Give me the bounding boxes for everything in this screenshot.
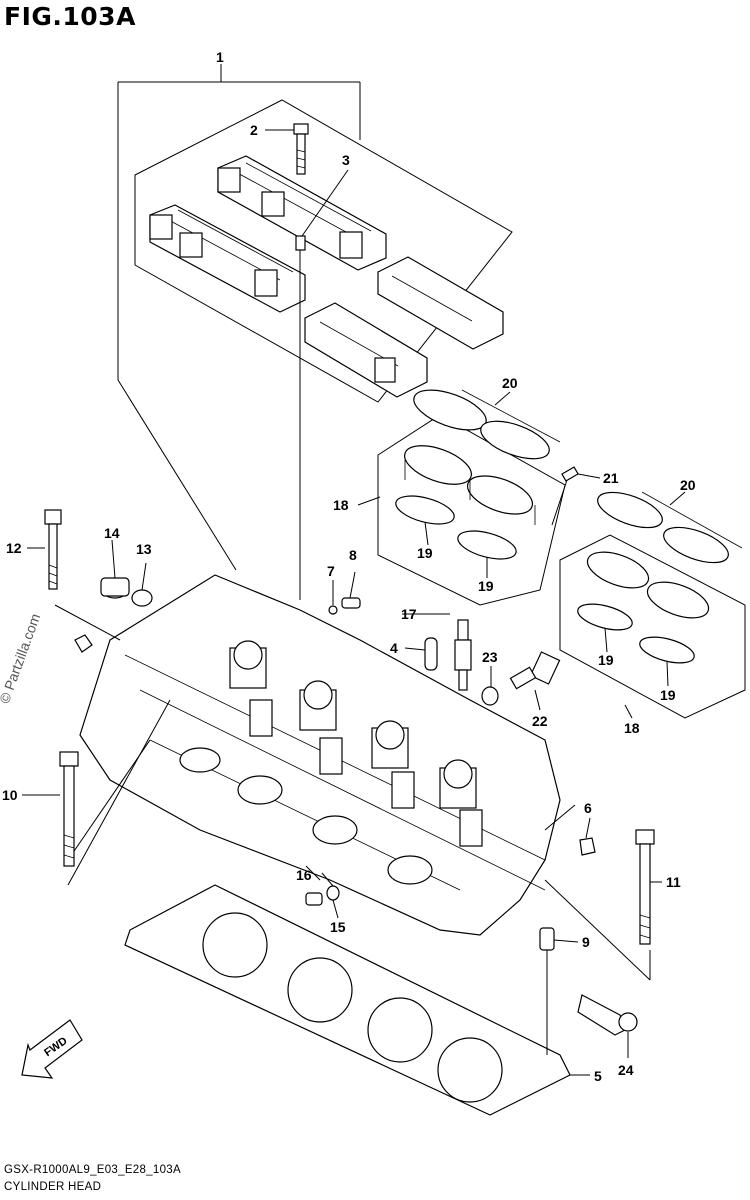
- callout-22: 22: [532, 713, 548, 729]
- callout-15: 15: [330, 919, 346, 935]
- head-bolt-12: [44, 509, 62, 590]
- tube-4: [424, 637, 438, 671]
- o-ring-19-c: [577, 603, 633, 631]
- intake-pipe-20-right: [597, 491, 743, 564]
- dowel-pin-3: [295, 235, 306, 251]
- throttle-body-18-left: [404, 445, 536, 525]
- callout-19-b: 19: [478, 578, 494, 594]
- leader-10-bolt: [67, 699, 171, 886]
- holder-bolt: [293, 123, 309, 175]
- section-name: CYLINDER HEAD: [4, 1181, 102, 1193]
- screw-21: [551, 466, 579, 526]
- group-bracket-1: [117, 64, 361, 571]
- callout-leaders: [22, 129, 686, 1076]
- callout-19-c: 19: [598, 652, 614, 668]
- callout-7: 7: [327, 563, 335, 579]
- callout-17: 17: [401, 606, 417, 622]
- callout-11: 11: [666, 874, 681, 890]
- o-ring-19-b: [457, 530, 517, 560]
- callout-18-a: 18: [333, 497, 349, 513]
- callout-12: 12: [6, 540, 22, 556]
- camshaft-holder-left: [149, 204, 306, 313]
- camshaft-holder-center: [217, 155, 387, 271]
- camshaft-holder-right-bottom: [304, 302, 428, 398]
- cylinder-head-gasket: [124, 884, 571, 1116]
- fwd-arrow-icon: FWD: [21, 1019, 83, 1079]
- spark-plug-17: [454, 619, 472, 691]
- callout-labels: 1 2 3 4 5 6 7 8 9 10 11 12 13 14 15 16 1…: [2, 49, 696, 1084]
- callout-16: 16: [296, 867, 312, 883]
- o-ring-19-a: [395, 495, 455, 525]
- camshaft-holder-right-top: [377, 256, 504, 350]
- o-ring-19-d: [639, 636, 695, 664]
- washer-23: [481, 686, 499, 706]
- callout-21: 21: [603, 470, 619, 486]
- model-code: GSX-R1000AL9_E03_E28_103A: [4, 1164, 181, 1176]
- dowel-9: [539, 927, 555, 951]
- plug-14: [100, 577, 130, 599]
- union-bolt-15-16: [305, 885, 340, 906]
- throttle-body-18-right: [586, 551, 710, 619]
- callout-18-b: 18: [624, 720, 640, 736]
- callout-9: 9: [582, 934, 590, 950]
- figure-title: FIG.103A: [4, 2, 136, 31]
- intake-pipe-20-left: [413, 389, 561, 460]
- callout-14: 14: [104, 525, 120, 541]
- callout-3: 3: [342, 152, 350, 168]
- leader-6: [544, 804, 576, 831]
- head-bolt-10: [59, 751, 79, 867]
- callout-13: 13: [136, 541, 152, 557]
- callout-10: 10: [2, 787, 18, 803]
- intake-group-box-right: [559, 534, 746, 719]
- leader-11-bolt: [544, 879, 651, 981]
- callout-19-d: 19: [660, 687, 676, 703]
- o-ring-13: [131, 589, 153, 607]
- callout-20-a: 20: [502, 375, 518, 391]
- cap-nut: [74, 634, 93, 653]
- callout-4: 4: [390, 640, 398, 656]
- callout-20-b: 20: [680, 477, 696, 493]
- callout-2: 2: [250, 122, 258, 138]
- cylinder-head: [79, 574, 561, 936]
- plug-6: [579, 837, 596, 856]
- leader-10-bolt-b: [67, 739, 151, 861]
- callout-23: 23: [482, 649, 498, 665]
- callout-19-a: 19: [417, 545, 433, 561]
- sensor-22: [509, 651, 561, 690]
- stud-bolt-24: [577, 994, 638, 1036]
- callout-8: 8: [349, 547, 357, 563]
- callout-6: 6: [584, 800, 592, 816]
- callout-1: 1: [216, 49, 224, 65]
- oil-jet-8: [328, 597, 361, 615]
- head-bolt-11: [635, 829, 655, 945]
- leader-head-left: [54, 604, 121, 641]
- callout-24: 24: [618, 1062, 634, 1078]
- callout-5: 5: [594, 1068, 602, 1084]
